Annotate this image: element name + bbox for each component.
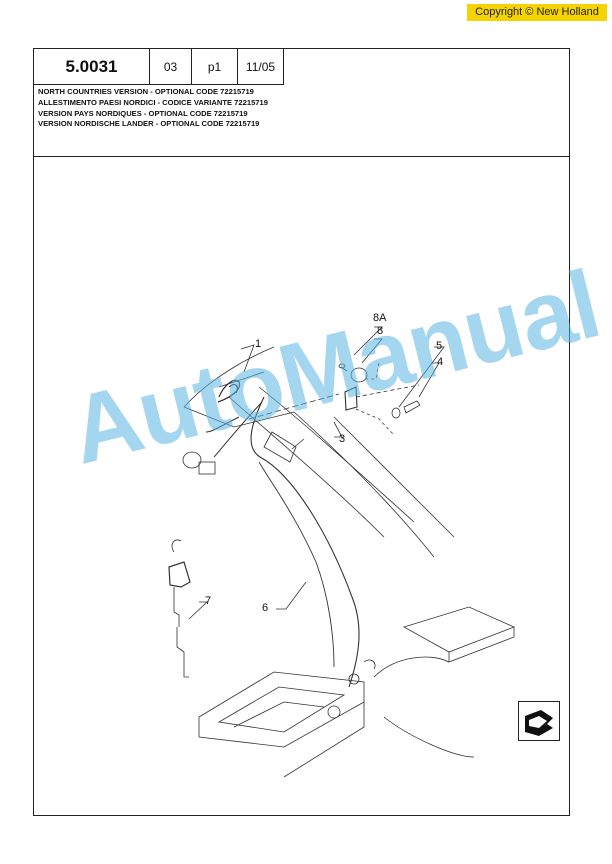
callout-8: 8: [377, 325, 384, 337]
callout-6: 6: [262, 602, 269, 614]
header-row: 5.0031 03 p1 11/05: [34, 49, 284, 85]
title-en: NORTH COUNTRIES VERSION - OPTIONAL CODE …: [38, 87, 254, 96]
callout-8a: 8A: [373, 312, 387, 324]
revision-field: 03: [150, 49, 192, 85]
callout-4: 4: [437, 356, 444, 368]
exploded-parts-drawing: 1 8A 8 5 4 3 6 7: [34, 157, 569, 815]
copyright-badge: Copyright © New Holland: [467, 4, 607, 21]
title-fr: VERSION PAYS NORDIQUES - OPTIONAL CODE 7…: [38, 108, 248, 118]
callout-1: 1: [255, 338, 262, 350]
title-block: NORTH COUNTRIES VERSION - OPTIONAL CODE …: [34, 85, 569, 157]
callout-7: 7: [205, 595, 212, 607]
title-it: ALLESTIMENTO PAESI NORDICI - CODICE VARI…: [38, 97, 268, 107]
section-code: 5.0031: [34, 49, 150, 85]
next-page-icon[interactable]: [518, 701, 560, 741]
callout-5: 5: [436, 340, 443, 352]
date-field: 11/05: [238, 49, 284, 85]
parts-sheet: 5.0031 03 p1 11/05 NORTH COUNTRIES VERSI…: [33, 48, 570, 816]
callout-3: 3: [339, 433, 346, 445]
parts-illustration: [168, 326, 516, 778]
title-de: VERSION NORDISCHE LANDER - OPTIONAL CODE…: [38, 119, 260, 129]
page-field: p1: [192, 49, 238, 85]
